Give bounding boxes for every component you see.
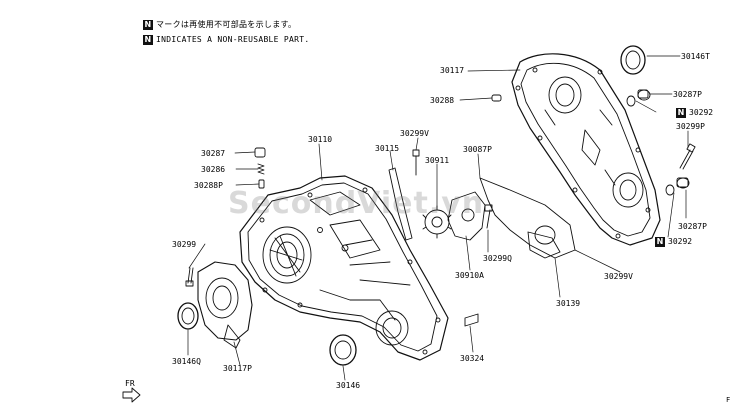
- non-reusable-badge: N: [143, 20, 153, 30]
- label-30287: 30287: [201, 149, 226, 158]
- label-30110: 30110: [308, 135, 333, 144]
- rear-cover-30117: [511, 53, 661, 246]
- bolt-30299: [185, 267, 194, 287]
- front-cover-30117P: [197, 261, 253, 349]
- label-30288P: 30288P: [194, 181, 223, 190]
- label-30910A: 30910A: [455, 271, 484, 280]
- shift-rod-30115: [388, 167, 413, 241]
- non-reusable-badge: N: [676, 108, 686, 118]
- oil-seal-30146Q: [177, 302, 199, 330]
- corner-label: F: [726, 396, 731, 404]
- non-reusable-badge: N: [655, 237, 665, 247]
- oil-pump-30910A: [447, 191, 486, 241]
- plug-30287P-right: [676, 177, 690, 189]
- label-30288: 30288: [430, 96, 455, 105]
- fr-label: FR: [125, 379, 135, 388]
- label-30299V-top: 30299V: [400, 129, 429, 138]
- label-30287P-top: 30287P: [673, 90, 702, 99]
- bolt-30299P: [679, 143, 696, 170]
- label-30117P: 30117P: [223, 364, 252, 373]
- dowel-30288: [491, 94, 502, 102]
- watermark: SecondViet.vn: [228, 186, 485, 221]
- leader-lines: [187, 55, 689, 381]
- cover-30139: [527, 231, 561, 259]
- label-30286: 30286: [201, 165, 226, 174]
- label-30299Q: 30299Q: [483, 254, 512, 263]
- washer-30292-right: [665, 184, 675, 196]
- label-30324: 30324: [460, 354, 485, 363]
- label-30115: 30115: [375, 144, 400, 153]
- label-30299V-right: 30299V: [604, 272, 633, 281]
- bolt-30299Q: [484, 204, 493, 229]
- plug-30287P-top: [637, 89, 651, 101]
- label-30287P-right: 30287P: [678, 222, 707, 231]
- bolt-30299V-top: [412, 149, 420, 176]
- label-30146: 30146: [336, 381, 361, 390]
- stud-30324: [464, 313, 479, 327]
- label-30911: 30911: [425, 156, 450, 165]
- spring-30286: [257, 163, 265, 175]
- label-30299: 30299: [172, 240, 197, 249]
- plug-30287: [254, 147, 266, 158]
- label-30087P: 30087P: [463, 145, 492, 154]
- oil-seal-30146T: [620, 45, 646, 75]
- oil-seal-30146: [329, 334, 357, 366]
- label-30146Q: 30146Q: [172, 357, 201, 366]
- label-30146T: 30146T: [681, 52, 710, 61]
- baffle-plate-30087P: [479, 177, 576, 259]
- washer-30292-top: [626, 95, 636, 107]
- note-jp-text: マークは再使用不可部品を示します。: [156, 20, 297, 29]
- label-30299P: 30299P: [676, 122, 705, 131]
- note-en-text: INDICATES A NON-REUSABLE PART.: [156, 35, 310, 44]
- label-30117: 30117: [440, 66, 465, 75]
- non-reusable-badge: N: [143, 35, 153, 45]
- label-30139: 30139: [556, 299, 581, 308]
- front-direction-arrow: [122, 387, 141, 403]
- transfer-case-30110: [239, 175, 449, 361]
